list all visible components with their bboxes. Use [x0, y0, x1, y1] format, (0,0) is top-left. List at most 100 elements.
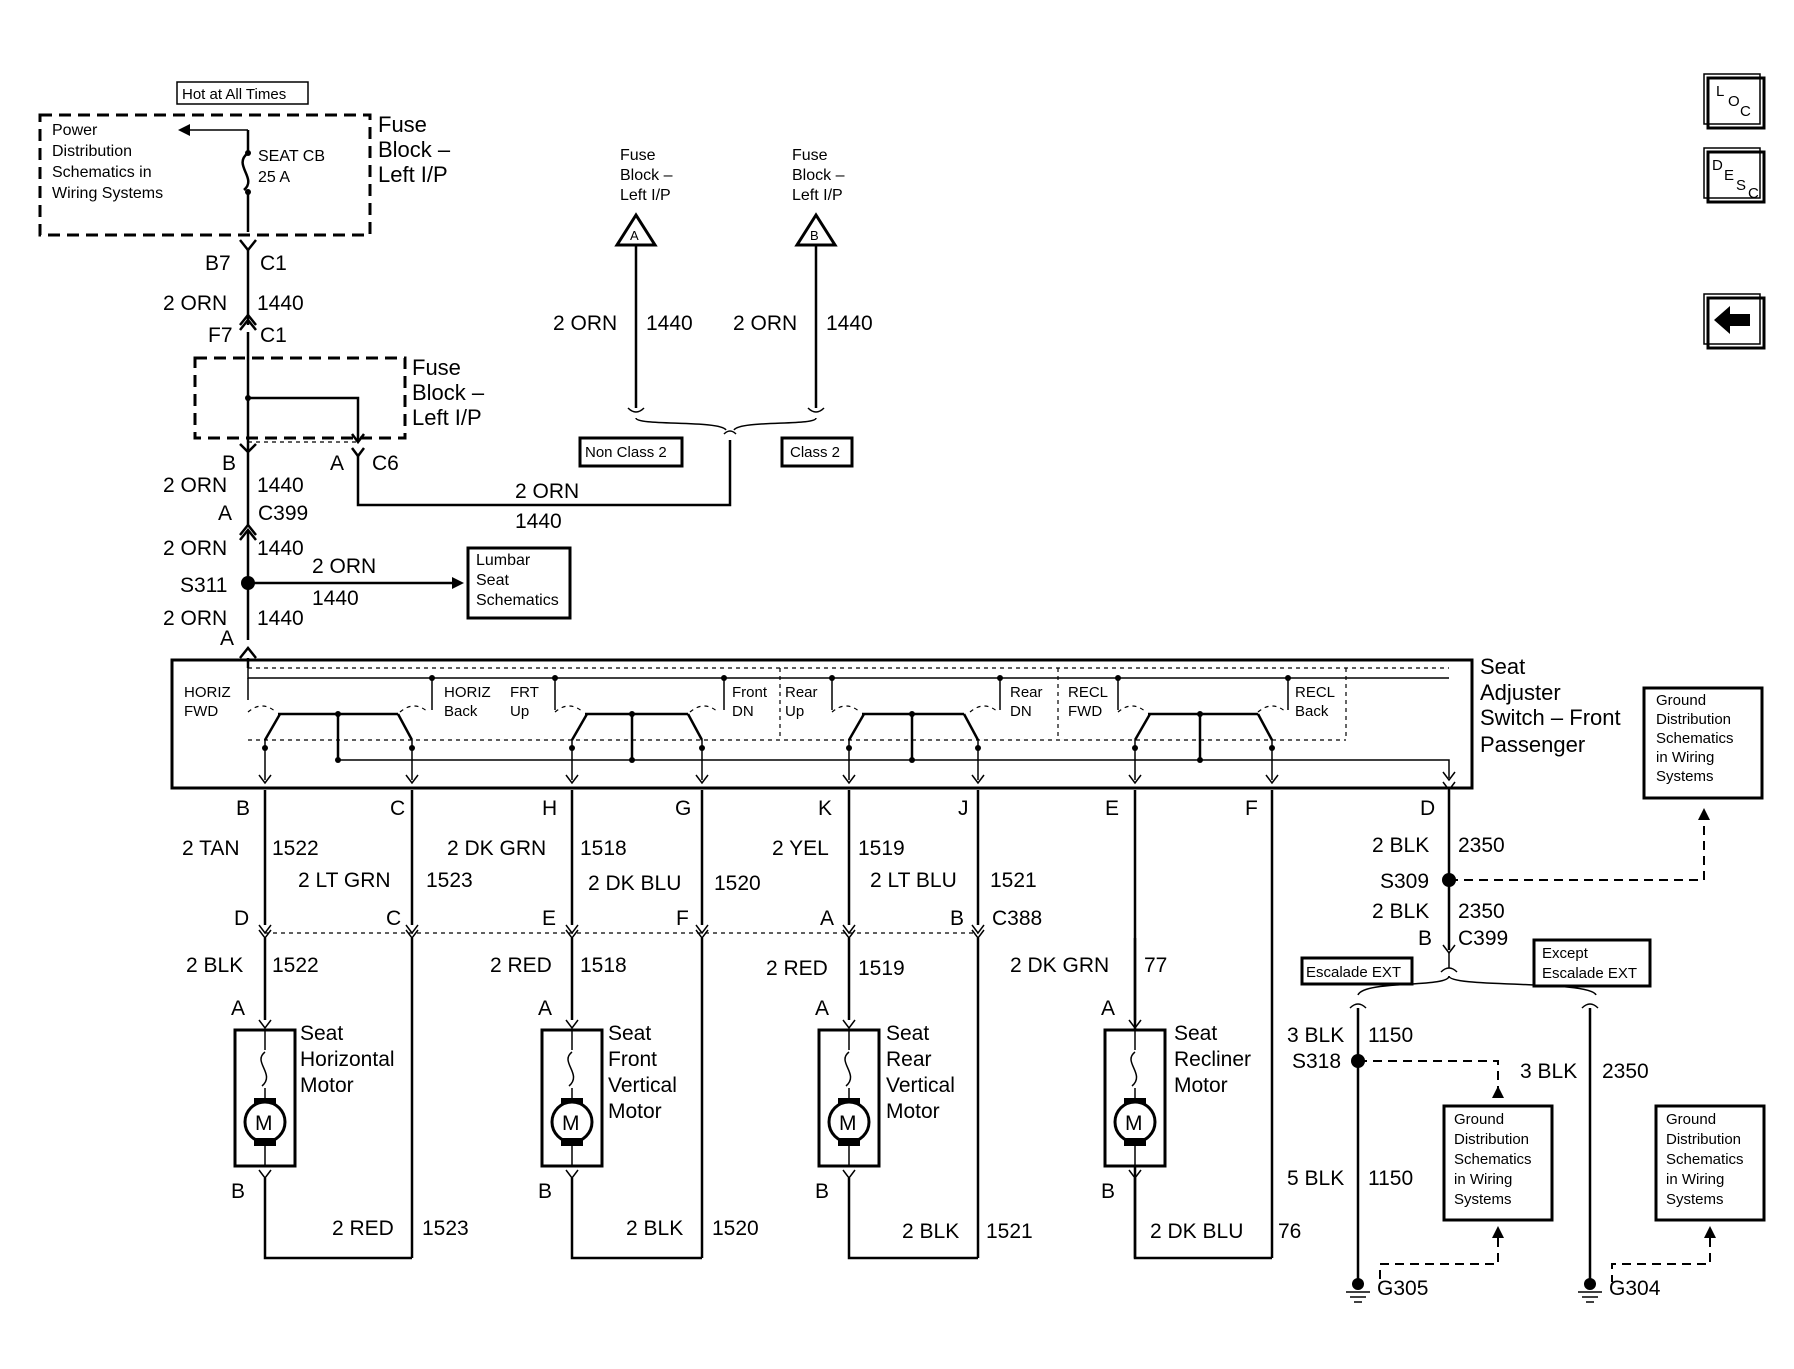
circuit-1440-c6: 1440	[515, 510, 562, 533]
class2-option[interactable]	[780, 436, 854, 468]
lower-wires	[263, 938, 980, 1258]
svg-text:2 BLK: 2 BLK	[626, 1217, 683, 1240]
ground-wire-num: 2350	[1458, 834, 1505, 857]
ground-g304-icon	[1578, 1278, 1602, 1303]
motor-rear-vertical[interactable]: M	[817, 1019, 881, 1180]
svg-text:1522: 1522	[272, 954, 319, 977]
except-escalade-option[interactable]	[1532, 938, 1652, 988]
svg-text:C: C	[386, 907, 401, 930]
seat-cb-label: SEAT CB 25 A	[258, 148, 329, 186]
pin-b7: B7	[205, 252, 231, 275]
back-arrow-button[interactable]	[1703, 293, 1766, 350]
fuse-b-label: Fuse Block – Left I/P	[792, 147, 849, 204]
connector-c1-label: C1	[260, 252, 287, 275]
lumbar-seat-link[interactable]	[466, 546, 572, 620]
ground-g305-icon	[1346, 1278, 1370, 1303]
svg-text:HORIZ: HORIZ	[444, 684, 491, 701]
svg-text:RECL: RECL	[1068, 684, 1108, 701]
svg-text:RECL: RECL	[1295, 684, 1335, 701]
circuit-1440-lumbar: 1440	[312, 587, 359, 610]
svg-text:Horizontal: Horizontal	[300, 1048, 395, 1071]
svg-text:FWD: FWD	[184, 703, 218, 720]
switch-ground-bus	[338, 759, 1450, 778]
fuse-block-top-dashed	[38, 113, 372, 237]
escalade-ext-label: Escalade EXT	[1306, 964, 1401, 981]
svg-text:Seat: Seat	[300, 1022, 343, 1045]
svg-text:K: K	[818, 797, 832, 820]
ground-dist-link-2[interactable]	[1442, 1104, 1554, 1222]
svg-text:1521: 1521	[990, 869, 1037, 892]
wire-c6-to-class	[356, 440, 732, 507]
loc-button[interactable]: L O C	[1703, 73, 1766, 130]
circuit-1440-s311: 1440	[257, 537, 304, 560]
ground-5blk-label: 5 BLK	[1287, 1167, 1344, 1190]
svg-text:B: B	[236, 797, 250, 820]
fuse-block-mid-dashed	[193, 356, 407, 440]
fuse-block-mid-label: Fuse Block – Left I/P	[412, 355, 490, 430]
svg-text:1522: 1522	[272, 837, 319, 860]
wire-color-2orn: 2 ORN	[163, 292, 227, 315]
circuit-1440-b: 1440	[257, 474, 304, 497]
ground-wire-num-2: 2350	[1458, 900, 1505, 923]
svg-text:S: S	[1736, 177, 1746, 194]
svg-text:2 BLK: 2 BLK	[902, 1220, 959, 1243]
wire-color-2orn-b: 2 ORN	[163, 474, 227, 497]
lumbar-seat-label: Lumbar Seat Schematics	[476, 552, 559, 609]
fuse-a-wire-color: 2 ORN	[553, 312, 617, 335]
fuse-a-letter: A	[630, 228, 639, 243]
splice-s309-label: S309	[1380, 870, 1429, 893]
ground-g304-label: G304	[1609, 1277, 1661, 1300]
c388-pins	[258, 924, 985, 940]
svg-text:FWD: FWD	[1068, 703, 1102, 720]
svg-text:77: 77	[1144, 954, 1167, 977]
ground-wire-color-2: 2 BLK	[1372, 900, 1429, 923]
non-class2-option[interactable]	[578, 436, 684, 468]
svg-text:E: E	[542, 907, 556, 930]
motor-horizontal[interactable]: M	[233, 1019, 297, 1180]
ground-wire-color: 2 BLK	[1372, 834, 1429, 857]
svg-text:Up: Up	[785, 703, 804, 720]
svg-text:2 RED: 2 RED	[766, 957, 828, 980]
ground-1150b-label: 1150	[1368, 1167, 1413, 1190]
svg-text:Back: Back	[1295, 703, 1329, 720]
c388-pin-labels: D C E F A B C388	[234, 907, 1042, 930]
svg-text:Motor: Motor	[300, 1074, 354, 1097]
svg-text:C: C	[390, 797, 405, 820]
connector-c399: C399	[258, 502, 308, 525]
svg-text:Front: Front	[608, 1048, 657, 1071]
svg-text:O: O	[1728, 93, 1740, 110]
svg-text:A: A	[820, 907, 834, 930]
svg-text:C: C	[1748, 185, 1759, 202]
motor-labels: A B Seat Horizontal Motor A B Seat Front…	[231, 997, 1251, 1203]
motor-front-vertical[interactable]: M	[540, 1019, 604, 1180]
svg-text:F: F	[1245, 797, 1258, 820]
svg-text:2 DK BLU: 2 DK BLU	[588, 872, 681, 895]
fuse-a-label: Fuse Block – Left I/P	[620, 147, 677, 204]
switch-title: Seat Adjuster Switch – Front Passenger	[1480, 654, 1627, 757]
desc-button[interactable]: D E S C	[1703, 147, 1766, 204]
svg-text:2 DK GRN: 2 DK GRN	[447, 837, 546, 860]
ground-dist-link-3[interactable]	[1654, 1104, 1766, 1222]
wire-color-2orn-c6: 2 ORN	[515, 480, 579, 503]
class2-label: Class 2	[790, 444, 840, 461]
svg-text:1519: 1519	[858, 837, 905, 860]
svg-text:2 BLK: 2 BLK	[186, 954, 243, 977]
svg-text:Rear: Rear	[1010, 684, 1043, 701]
svg-text:B: B	[1101, 1180, 1115, 1203]
svg-text:E: E	[1105, 797, 1119, 820]
wire-color-2orn-lumbar: 2 ORN	[312, 555, 376, 578]
splice-s318-label: S318	[1292, 1050, 1341, 1073]
connector-c399-ground: C399	[1458, 927, 1508, 950]
svg-text:1519: 1519	[858, 957, 905, 980]
upper-wires	[263, 790, 1274, 1258]
motor-recliner[interactable]: M	[1103, 1019, 1167, 1180]
ground-dist-link-1[interactable]	[1642, 686, 1764, 800]
back-arrow-icon	[1714, 306, 1750, 334]
except-escalade-label: Except Escalade EXT	[1542, 945, 1637, 982]
return-wires	[263, 1178, 1272, 1260]
svg-text:DN: DN	[732, 703, 754, 720]
ground-3blk-label: 3 BLK	[1287, 1024, 1344, 1047]
escalade-ext-option[interactable]	[1300, 956, 1414, 986]
svg-text:A: A	[815, 997, 829, 1020]
